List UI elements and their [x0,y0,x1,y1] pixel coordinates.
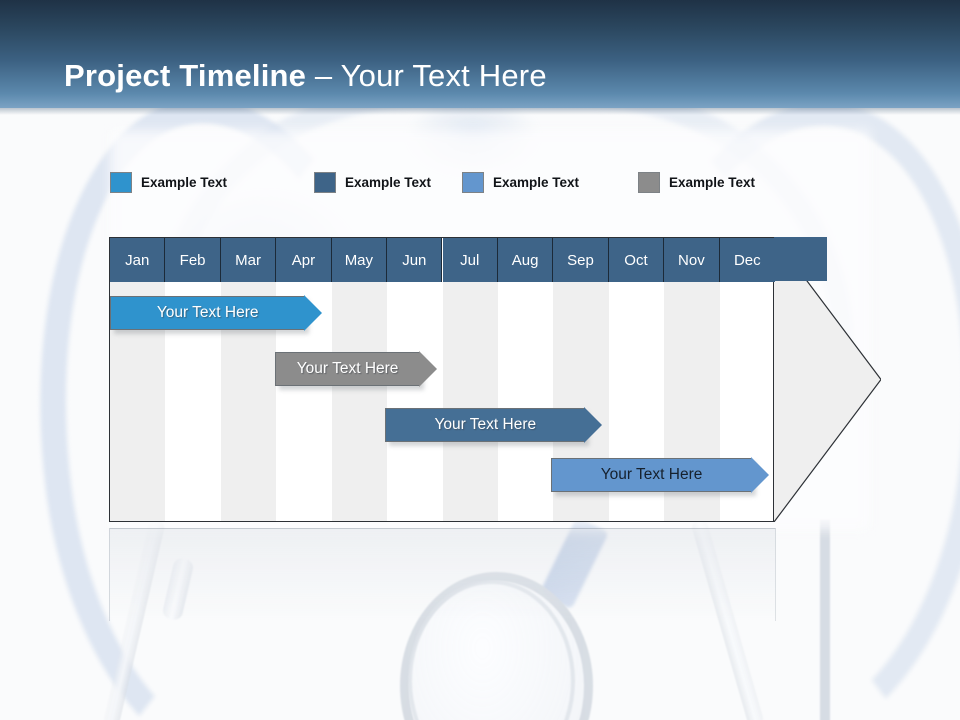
task-bar-3[interactable]: Your Text Here [551,457,770,493]
timeline-column-mar: Mar [220,238,277,521]
timeline-column-jul: Jul [442,238,498,521]
month-header-oct: Oct [608,238,665,282]
month-header-apr: Apr [276,238,332,282]
task-bar-arrowhead-icon [419,351,438,387]
month-header-may: May [331,238,388,282]
legend-item-label: Example Text [345,174,432,190]
legend-item-label: Example Text [669,174,756,190]
task-bar-body [110,296,306,330]
task-bar-label: Your Text Here [434,416,537,433]
legend-item-3[interactable]: Example Text [638,170,755,194]
task-bar-body [385,408,586,442]
task-bar-arrowhead-icon [304,295,323,331]
legend-swatch-icon [314,171,336,193]
month-header-jan: Jan [110,238,166,282]
month-header-jun: Jun [387,238,443,282]
task-bar-0[interactable]: Your Text Here [110,295,323,331]
legend-swatch-icon [110,171,132,193]
month-header-jul: Jul [442,238,498,282]
timeline-column-oct: Oct [608,238,665,521]
timeline-column-dec: Dec [719,238,775,521]
title-banner-shadow [0,108,960,115]
page-title: Project Timeline – Your Text Here [64,58,547,94]
task-bar-1[interactable]: Your Text Here [275,351,438,387]
page-title-light: Your Text Here [340,58,547,93]
task-bar-label: Your Text Here [156,304,259,321]
legend-swatch-icon [638,171,660,193]
task-bar-2[interactable]: Your Text Here [385,407,603,443]
timeline-column-apr: Apr [276,238,332,521]
month-header-mar: Mar [220,238,277,282]
task-bar-body [551,458,752,492]
legend-item-label: Example Text [493,174,580,190]
legend: Example Text Example Text Example Text Exam… [110,170,830,194]
month-header-feb: Feb [165,238,221,282]
task-bar-label: Your Text Here [600,466,703,483]
legend-item-label: Example Text [141,174,228,190]
month-header-sep: Sep [553,238,609,282]
month-header-nov: Nov [664,238,720,282]
stethoscope-tube-bottom [640,520,830,720]
task-bar-arrowhead-icon [584,407,603,443]
task-bar-label: Your Text Here [296,360,399,377]
month-header-aug: Aug [497,238,554,282]
task-bar-arrowhead-icon [751,457,769,493]
title-banner [0,0,960,108]
legend-swatch-icon [462,171,484,193]
legend-item-2[interactable]: Example Text [462,170,579,194]
task-bar-body [275,352,421,386]
chart-reflection [109,528,776,621]
timeline-column-jun: Jun [387,238,443,521]
timeline-column-jan: Jan [110,238,166,521]
month-header-dec: Dec [719,238,775,282]
page-title-bold: Project Timeline [64,58,307,93]
page-title-separator: – [306,58,341,93]
legend-item-0[interactable]: Example Text [110,170,227,194]
timeline-column-aug: Aug [497,238,554,521]
legend-item-1[interactable]: Example Text [314,170,431,194]
timeline-column-feb: Feb [165,238,221,521]
